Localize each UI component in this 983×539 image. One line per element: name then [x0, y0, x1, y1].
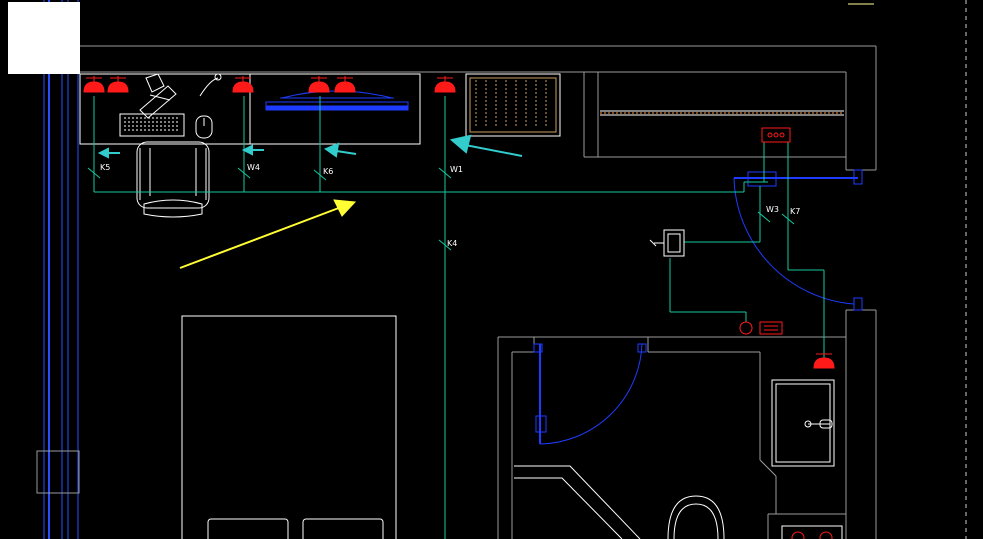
label-k5: K5	[100, 163, 110, 172]
walls	[80, 45, 877, 539]
label-w4: W4	[247, 163, 260, 172]
ceiling-lights	[83, 76, 835, 369]
arrow-icon	[333, 199, 357, 217]
chair-icon	[136, 141, 210, 218]
pointer-arrow	[179, 199, 357, 269]
ceiling-light-icon	[813, 353, 835, 369]
wire-ticks	[87, 167, 795, 251]
ceiling-light-icon	[107, 76, 129, 93]
label-w1: W1	[450, 165, 463, 174]
left-wall-lines	[36, 0, 80, 539]
arrow-icon	[241, 144, 264, 156]
ceiling-light-icon	[334, 76, 356, 93]
tv-icon	[265, 90, 409, 111]
computer-set	[119, 73, 222, 139]
doors	[533, 169, 863, 445]
label-k4: K4	[447, 239, 457, 248]
circuit-label-group: K5 W4 K6 W1 K4 W3 K7	[100, 163, 800, 248]
arrow-icon	[323, 142, 357, 158]
arrow-icon	[449, 134, 523, 157]
curtain-icon	[600, 110, 844, 116]
label-k6: K6	[323, 167, 333, 176]
socket-icon	[739, 321, 783, 335]
monitor-icon	[139, 73, 177, 119]
arrow-icon	[97, 147, 120, 159]
keyboard-icon	[119, 113, 185, 137]
bathroom	[514, 379, 843, 539]
ceiling-light-icon	[83, 76, 105, 93]
circuit-wiring	[93, 96, 825, 539]
shower-icon	[771, 379, 835, 467]
mouse-icon	[195, 73, 222, 139]
ceiling-light-icon	[308, 76, 330, 93]
label-k7: K7	[790, 207, 800, 216]
label-w3: W3	[766, 205, 779, 214]
ceiling-light-icon	[434, 76, 456, 93]
bed-icon	[181, 315, 397, 539]
switch-icon	[649, 229, 685, 257]
shoe-cabinet-icon	[465, 73, 561, 137]
viewcube-icon[interactable]	[8, 2, 80, 74]
junction-box-icon	[761, 127, 791, 143]
cyan-arrows	[97, 134, 523, 159]
ceiling-light-icon	[232, 76, 254, 93]
toilet-icon	[667, 495, 725, 539]
